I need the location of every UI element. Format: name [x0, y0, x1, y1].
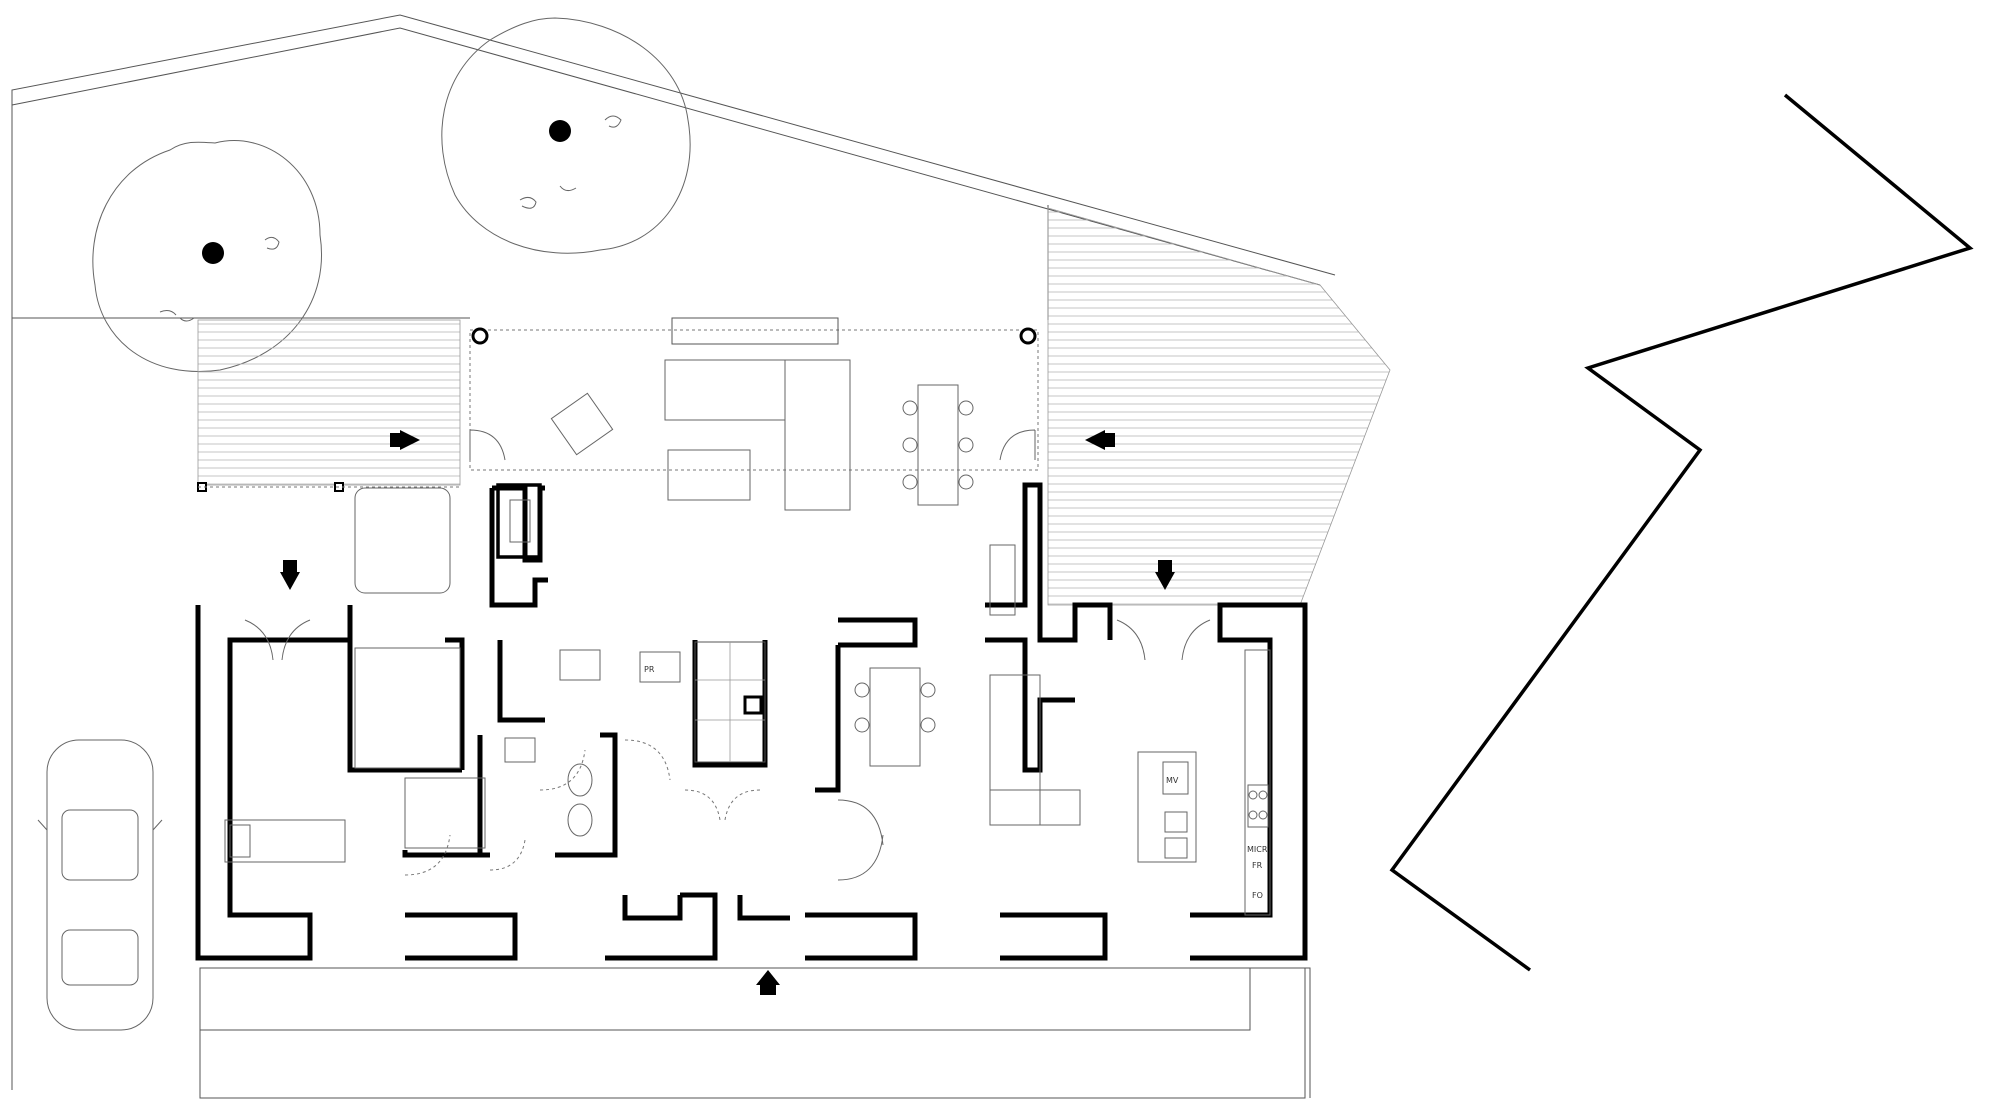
doors: [244, 429, 1211, 881]
car-icon: [37, 739, 163, 1031]
entrance-arrow-icon: [390, 430, 420, 450]
entrance-arrow-icon: [1085, 430, 1115, 450]
kitchen-island: MV: [1137, 751, 1197, 863]
terrace-dining-table: [902, 384, 974, 506]
tree-icon: [92, 140, 322, 372]
dishwasher-label: MV: [1166, 776, 1179, 785]
entrance-arrow-icon: [280, 560, 300, 590]
microwave-label: MICR: [1247, 845, 1268, 854]
entrance-arrow-icon: [756, 970, 780, 995]
washer-label: PR: [644, 665, 655, 674]
laundry-room: PR: [559, 649, 681, 683]
kitchen-counter: MICR FR FO: [1244, 649, 1271, 916]
bedroom-bed: [224, 819, 346, 863]
tree-icon: [441, 17, 691, 254]
neighbour-building-outline: [1389, 93, 1974, 972]
east-deck: [1047, 207, 1391, 606]
fireplace: [496, 483, 542, 559]
kitchen-dining-table: [854, 667, 936, 767]
staircase: [694, 641, 766, 763]
lounge-armchair: [550, 392, 614, 456]
stair-icon: [743, 695, 763, 715]
bathroom-fixtures: [404, 737, 593, 849]
west-pergola-posts: [197, 482, 460, 492]
living-sofa: [989, 674, 1081, 826]
front-path: [199, 967, 1311, 1099]
wardrobe: [354, 647, 461, 769]
house-walls: [195, 482, 1308, 961]
fridge-label: FR: [1252, 861, 1263, 870]
west-deck: [197, 319, 461, 486]
terrace-storage: [989, 544, 1016, 616]
hot-tub: [354, 487, 451, 594]
covered-terrace: [469, 317, 1039, 471]
lounge-sofa: [664, 359, 851, 511]
oven-label: FO: [1252, 891, 1263, 900]
entrance-arrow-icon: [1155, 560, 1175, 590]
